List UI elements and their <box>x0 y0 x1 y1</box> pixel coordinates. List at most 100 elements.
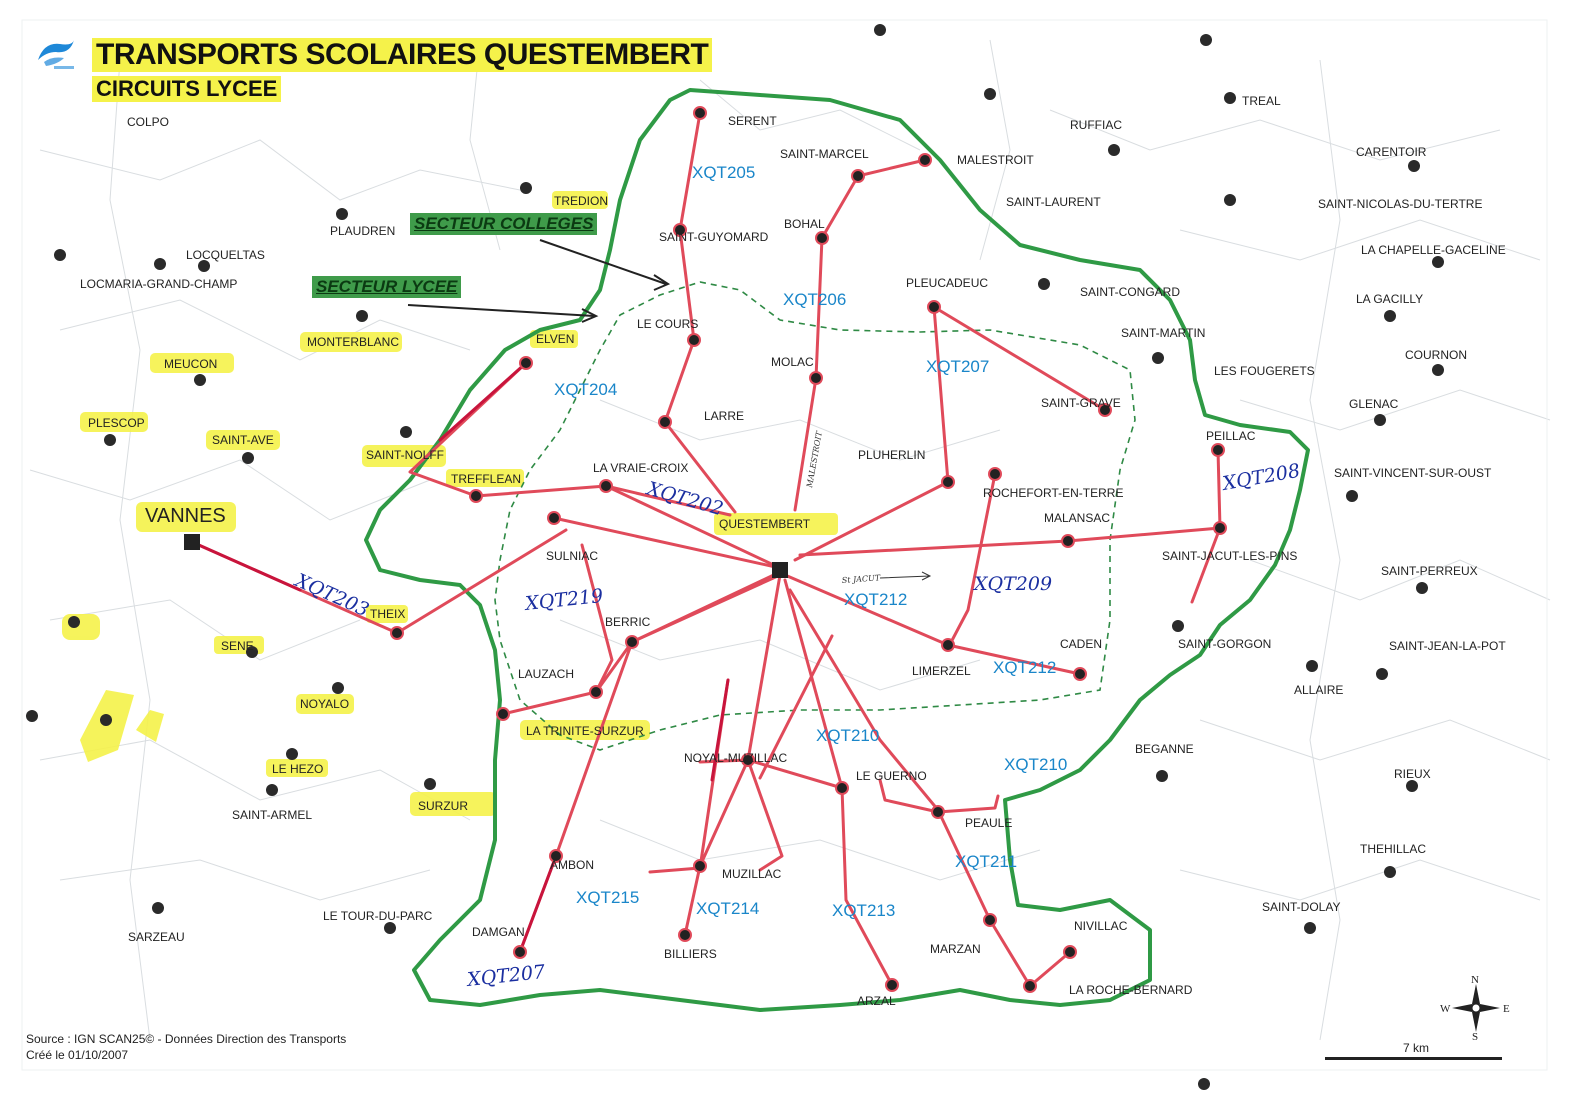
route-label: XQT205 <box>692 163 755 182</box>
place-label: LE COURS <box>637 317 698 331</box>
compass-e: E <box>1503 1003 1510 1015</box>
place-label: AMBON <box>550 858 594 872</box>
route-stops <box>390 106 1227 993</box>
created-note: Créé le 01/10/2007 <box>26 1048 129 1062</box>
route-label: XQT209 <box>972 573 1052 595</box>
route-label: XQT207 <box>926 357 989 376</box>
place-label: SAINT-NICOLAS-DU-TERTRE <box>1318 197 1482 211</box>
place-label: TREFFLEAN <box>451 472 521 486</box>
place-label: BILLIERS <box>664 947 717 961</box>
morbihan-logo <box>38 40 74 69</box>
compass-rose-icon: N S W E <box>1440 974 1510 1040</box>
map-frame <box>21 19 1548 1071</box>
place-label: GLENAC <box>1349 397 1399 411</box>
compass-n: N <box>1471 974 1479 986</box>
place-label: TREDION <box>554 194 608 208</box>
place-label: SAINT-PERREUX <box>1381 564 1478 578</box>
map-title: TRANSPORTS SCOLAIRES QUESTEMBERT <box>92 38 713 72</box>
map-subtitle: CIRCUITS LYCEE <box>92 76 282 102</box>
place-label: LA ROCHE-BERNARD <box>1069 983 1193 997</box>
place-label: DAMGAN <box>472 925 525 939</box>
route-label: XQT215 <box>576 888 639 907</box>
place-label: BERRIC <box>605 615 651 629</box>
place-label: VANNES <box>145 505 226 527</box>
place-label: LE TOUR-DU-PARC <box>323 909 433 923</box>
college-sector-boundary <box>494 281 1136 751</box>
place-label: MALANSAC <box>1044 511 1110 525</box>
compass-s: S <box>1472 1031 1478 1040</box>
place-label: THEHILLAC <box>1360 842 1426 856</box>
place-label: RIEUX <box>1394 767 1431 781</box>
place-label: LOCMARIA-GRAND-CHAMP <box>80 277 237 291</box>
route-label: XQT211 <box>955 852 1017 871</box>
place-label: BOHAL <box>784 217 825 231</box>
place-label: SAINT-NOLFF <box>366 448 444 462</box>
route-lines-dark <box>190 361 730 954</box>
place-label: LE HEZO <box>272 762 323 776</box>
place-label: PEAULE <box>965 816 1012 830</box>
place-label: CARENTOIR <box>1356 145 1427 159</box>
place-label: MOLAC <box>771 355 814 369</box>
place-label: MUZILLAC <box>722 867 782 881</box>
route-label: XQT214 <box>696 899 759 918</box>
place-label: LA CHAPELLE-GACELINE <box>1361 243 1506 257</box>
route-label: XQT212 <box>844 590 907 609</box>
place-label: SAINT-MARTIN <box>1121 326 1205 340</box>
place-label: ALLAIRE <box>1294 683 1343 697</box>
place-label: LES FOUGERETS <box>1214 364 1315 378</box>
commune-boundaries <box>29 39 1551 1041</box>
place-label: SAINT-ARMEL <box>232 808 312 822</box>
route-label: XQT212 <box>993 658 1056 677</box>
scale-label: 7 km <box>1403 1041 1430 1055</box>
legend-arrows <box>407 239 671 323</box>
place-label: LAUZACH <box>518 667 574 681</box>
route-label: XQT213 <box>832 901 895 920</box>
place-labels: COLPO SERENT SAINT-MARCEL MALESTROIT RUF… <box>80 94 1506 1008</box>
place-label: NOYALO <box>300 697 349 711</box>
place-label: SAINT-DOLAY <box>1262 900 1340 914</box>
place-label: SAINT-VINCENT-SUR-OUST <box>1334 466 1492 480</box>
route-label: XQT204 <box>554 380 617 399</box>
place-label: LA GACILLY <box>1356 292 1423 306</box>
place-label: MONTERBLANC <box>307 335 399 349</box>
place-label: THEIX <box>370 607 405 621</box>
place-label: NIVILLAC <box>1074 919 1128 933</box>
place-label: LIMERZEL <box>912 664 971 678</box>
place-label: LA TRINITE-SURZUR <box>526 724 644 738</box>
place-label: ARZAL <box>857 994 896 1008</box>
place-label: SAINT-MARCEL <box>780 147 869 161</box>
place-label: RUFFIAC <box>1070 118 1122 132</box>
place-label: SAINT-GUYOMARD <box>659 230 769 244</box>
source-note: Source : IGN SCAN25© - Données Direction… <box>26 1032 347 1046</box>
place-label: SAINT-GRAVE <box>1041 396 1121 410</box>
place-label: ROCHEFORT-EN-TERRE <box>983 486 1123 500</box>
route-label: XQT210 <box>1004 755 1067 774</box>
place-label: MEUCON <box>164 357 217 371</box>
place-label: LE GUERNO <box>856 769 927 783</box>
place-label: NOYAL-MUZILLAC <box>684 751 787 765</box>
route-labels: XQT205 XQT206 XQT207 XQT204 XQT202 XQT20… <box>290 163 1302 991</box>
legend-colleges: SECTEUR COLLEGES <box>410 213 598 235</box>
place-label: PLUHERLIN <box>858 448 925 462</box>
place-label: PLEUCADEUC <box>906 276 988 290</box>
place-label: SURZUR <box>418 799 468 813</box>
place-label: TREAL <box>1242 94 1281 108</box>
place-label: MALESTROIT <box>957 153 1034 167</box>
scale-bar <box>1325 1057 1502 1060</box>
stjacut-note: St JACUT <box>842 573 882 585</box>
place-label: PEILLAC <box>1206 429 1256 443</box>
place-label: SARZEAU <box>128 930 185 944</box>
place-label: SAINT-JACUT-LES-PINS <box>1162 549 1297 563</box>
place-label: COURNON <box>1405 348 1467 362</box>
place-label: QUESTEMBERT <box>719 517 811 531</box>
place-label: COLPO <box>127 115 169 129</box>
place-label: SULNIAC <box>546 549 598 563</box>
place-label: MARZAN <box>930 942 981 956</box>
place-label: SAINT-AVE <box>212 433 274 447</box>
place-label: SAINT-CONGARD <box>1080 285 1180 299</box>
lycee-sector-boundary <box>364 88 1310 1012</box>
vannes-marker <box>184 534 200 550</box>
place-label: SAINT-GORGON <box>1178 637 1271 651</box>
place-label: LA VRAIE-CROIX <box>593 461 688 475</box>
